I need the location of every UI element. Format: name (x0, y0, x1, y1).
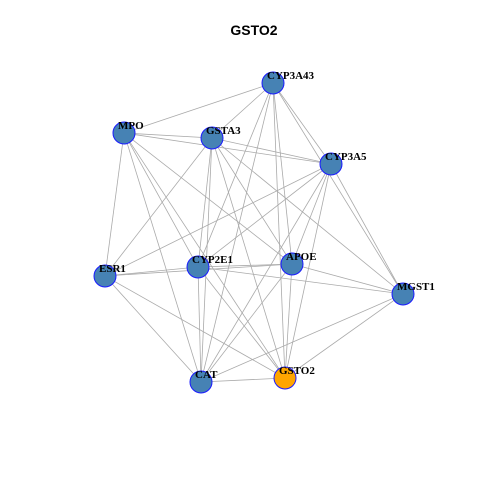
edge-apoe-gsto2 (284, 263, 293, 379)
edge-gsta3-gsto2 (211, 137, 286, 379)
node-label-esr1: ESR1 (99, 263, 126, 275)
edge-cyp3a5-cat (200, 163, 332, 383)
edge-cyp3a43-gsto2 (272, 82, 286, 379)
edge-esr1-cat (104, 275, 202, 383)
edge-esr1-cyp2e1 (104, 266, 199, 277)
node-cyp2e1 (186, 255, 210, 279)
edge-cyp3a5-apoe (291, 163, 332, 265)
edge-cyp3a43-apoe (272, 82, 293, 265)
edge-cyp3a43-mpo (123, 82, 274, 134)
edge-cat-gsto2 (200, 377, 286, 383)
node-label-mgst1: MGST1 (397, 281, 435, 293)
edge-gsta3-esr1 (104, 137, 213, 277)
edge-cyp3a43-cyp3a5 (272, 82, 332, 165)
edge-cyp3a43-mgst1 (272, 82, 404, 295)
node-label-cyp2e1: CYP2E1 (192, 254, 233, 266)
node-mgst1 (391, 282, 415, 306)
node-label-mpo: MPO (118, 120, 144, 132)
node-cyp3a5 (319, 152, 343, 176)
edge-mgst1-cat (200, 293, 404, 383)
node-layer (93, 71, 415, 394)
edge-mgst1-gsto2 (284, 293, 404, 379)
edge-cyp2e1-mgst1 (197, 266, 404, 295)
edge-cyp3a5-cyp2e1 (197, 163, 332, 268)
edge-mpo-cyp3a5 (123, 132, 332, 165)
edge-cyp2e1-apoe (197, 263, 293, 268)
edge-cyp2e1-cat (197, 266, 202, 383)
edge-gsta3-cyp3a5 (211, 137, 332, 165)
node-cat (189, 370, 213, 394)
node-cyp3a43 (261, 71, 285, 95)
edge-apoe-mgst1 (291, 263, 404, 295)
edge-gsta3-mgst1 (211, 137, 404, 295)
edge-esr1-gsto2 (104, 275, 286, 379)
edge-layer (104, 82, 404, 383)
edge-cyp3a5-esr1 (104, 163, 332, 277)
edge-mpo-cyp2e1 (123, 132, 199, 268)
node-label-gsta3: GSTA3 (206, 125, 241, 137)
diagram-title: GSTO2 (230, 22, 277, 38)
node-apoe (280, 252, 304, 276)
node-gsta3 (200, 126, 224, 150)
edge-mpo-gsto2 (123, 132, 286, 379)
edge-mpo-apoe (123, 132, 293, 265)
edge-cyp2e1-gsto2 (197, 266, 286, 379)
node-label-gsto2: GSTO2 (279, 365, 315, 377)
node-label-cat: CAT (195, 369, 218, 381)
node-label-cyp3a5: CYP3A5 (325, 151, 367, 163)
edge-apoe-cat (200, 263, 293, 383)
edge-mpo-esr1 (104, 132, 125, 277)
node-label-cyp3a43: CYP3A43 (267, 70, 315, 82)
edge-cyp3a43-cat (200, 82, 274, 383)
node-mpo (112, 121, 136, 145)
edge-cyp3a5-mgst1 (330, 163, 404, 295)
node-label-apoe: APOE (286, 251, 317, 263)
node-gsto2 (273, 366, 297, 390)
edge-mpo-gsta3 (123, 132, 213, 139)
edge-gsta3-cyp2e1 (197, 137, 213, 268)
edge-mpo-cat (123, 132, 202, 383)
node-esr1 (93, 264, 117, 288)
edge-cyp3a43-gsta3 (211, 82, 274, 139)
edge-gsta3-apoe (211, 137, 293, 265)
